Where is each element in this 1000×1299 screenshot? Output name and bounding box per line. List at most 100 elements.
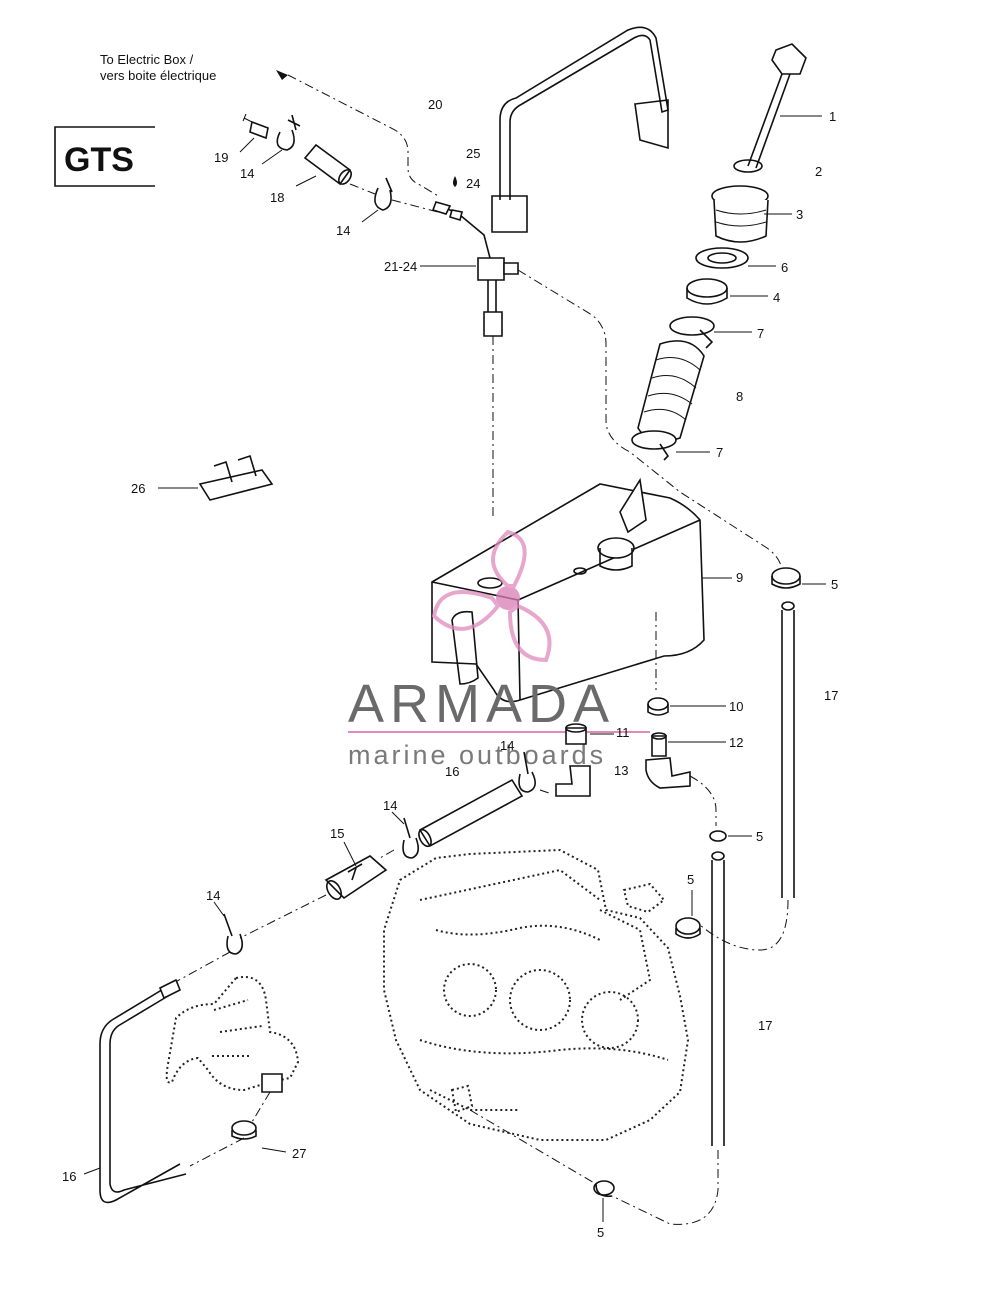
clamp-14-top bbox=[276, 114, 301, 151]
clamp-7-upper bbox=[669, 316, 715, 349]
engine-block-outline bbox=[383, 848, 690, 1141]
clamp-14-filter bbox=[402, 817, 420, 859]
hose-17-lower-dashed bbox=[611, 1150, 719, 1225]
model-badge-label: GTS bbox=[64, 141, 134, 179]
callout-11: 11 bbox=[616, 725, 630, 740]
vent-to-tank-dashed bbox=[517, 269, 783, 571]
elbow-to-hose-dashed bbox=[539, 789, 553, 795]
engine-to-clamp-dashed bbox=[469, 1109, 597, 1185]
callout-13: 13 bbox=[614, 763, 628, 778]
gasket-6 bbox=[695, 247, 749, 269]
retaining-strap bbox=[499, 26, 669, 200]
filter-to-lower-dashed bbox=[239, 894, 327, 939]
note-line-2: vers boite électrique bbox=[100, 68, 216, 83]
hose-end-cap bbox=[158, 978, 182, 1000]
hose-17-dashed-loop bbox=[699, 899, 789, 951]
watermark-tagline: marine outboards bbox=[348, 740, 606, 770]
nut-4 bbox=[686, 278, 728, 305]
fuel-tank-9 bbox=[431, 477, 705, 703]
clamp-5-upper-right bbox=[771, 567, 801, 589]
callout-2: 2 bbox=[815, 164, 822, 179]
drain-fitting bbox=[450, 1084, 474, 1114]
bellows-hose-8 bbox=[637, 340, 705, 443]
clamp27-to-hose-dashed bbox=[189, 1137, 245, 1167]
callout-14-filter: 14 bbox=[383, 798, 397, 813]
callout-19: 19 bbox=[214, 150, 228, 165]
grommet-10 bbox=[647, 697, 669, 716]
clamp-7-lower bbox=[631, 430, 677, 461]
callout-3: 3 bbox=[796, 207, 803, 222]
watermark-propeller-icon bbox=[431, 529, 552, 663]
hose-18 bbox=[303, 143, 353, 186]
callout-5-mid: 5 bbox=[756, 829, 763, 844]
callout-20: 20 bbox=[428, 97, 442, 112]
callout-26: 26 bbox=[131, 481, 145, 496]
small-fitting-near-engine bbox=[622, 882, 666, 914]
callout-5-upper: 5 bbox=[831, 577, 838, 592]
callout-24: 24 bbox=[466, 176, 480, 191]
hose-to-tee-dashed bbox=[391, 199, 439, 213]
fitting-12 bbox=[651, 732, 667, 757]
dipstick-1 bbox=[733, 43, 807, 173]
vent-line-dashed bbox=[287, 74, 441, 198]
clamp-14-mid bbox=[374, 177, 393, 211]
callout-16-upper: 16 bbox=[445, 764, 459, 779]
callout-25: 25 bbox=[466, 146, 480, 161]
clamp-14-hose-top bbox=[518, 751, 536, 793]
callout-14-top: 14 bbox=[240, 166, 254, 181]
callout-14-mid: 14 bbox=[336, 223, 350, 238]
hose-16-upper bbox=[418, 778, 524, 848]
clamp-5-bottom bbox=[593, 1180, 615, 1198]
note-arrow bbox=[276, 70, 288, 80]
callout-14-lower: 14 bbox=[206, 888, 220, 903]
callout-17-upper: 17 bbox=[824, 688, 838, 703]
callout-21-24: 21-24 bbox=[384, 259, 417, 274]
filler-neck-3 bbox=[711, 185, 769, 243]
clamp-27 bbox=[231, 1120, 257, 1140]
callout-7-upper: 7 bbox=[757, 326, 764, 341]
pump-fitting bbox=[261, 1073, 283, 1093]
hose-17-right bbox=[781, 610, 795, 898]
strap-buckle-lower bbox=[491, 195, 528, 233]
callout-15: 15 bbox=[330, 826, 344, 841]
hose-18-dashed bbox=[349, 183, 376, 195]
clamp-14-lower bbox=[223, 913, 244, 955]
callout-12: 12 bbox=[729, 735, 743, 750]
callout-7-lower: 7 bbox=[716, 445, 723, 460]
hose-17-lower bbox=[711, 860, 725, 1146]
hose-17-end-top bbox=[781, 601, 795, 611]
leader-lines bbox=[83, 115, 826, 1222]
lower-hose-dashed bbox=[169, 951, 231, 986]
sealant-drop-icon bbox=[453, 176, 457, 187]
callout-6: 6 bbox=[781, 260, 788, 275]
callout-10: 10 bbox=[729, 699, 743, 714]
callout-9: 9 bbox=[736, 570, 743, 585]
callout-1: 1 bbox=[829, 109, 836, 124]
elbow-fitting-13 bbox=[645, 757, 691, 789]
callout-8: 8 bbox=[736, 389, 743, 404]
callout-14-hose: 14 bbox=[500, 738, 514, 753]
note-line-1: To Electric Box / bbox=[100, 52, 194, 67]
callout-17-lower: 17 bbox=[758, 1018, 772, 1033]
fitting-11 bbox=[565, 723, 587, 745]
bracket-26 bbox=[198, 454, 274, 501]
callout-27: 27 bbox=[292, 1146, 306, 1161]
return-line-dashed bbox=[689, 775, 717, 826]
callout-5-engine: 5 bbox=[687, 872, 694, 887]
callout-18: 18 bbox=[270, 190, 284, 205]
hose-16-lower bbox=[99, 984, 187, 1204]
clamp-5-mid bbox=[709, 830, 727, 842]
tee-fitting-21-24 bbox=[431, 201, 519, 337]
callout-labels: 1 2 3 6 4 7 8 7 9 5 10 11 12 13 17 5 5 1… bbox=[62, 97, 838, 1240]
strap-buckle-upper bbox=[634, 99, 669, 150]
watermark-brand: ARMADA bbox=[348, 674, 615, 734]
callout-4: 4 bbox=[773, 290, 780, 305]
model-badge: GTS bbox=[54, 126, 155, 187]
callout-5-bottom: 5 bbox=[597, 1225, 604, 1240]
callout-16-lower: 16 bbox=[62, 1169, 76, 1184]
clamp-5-engine bbox=[675, 917, 701, 939]
fuel-pump-outline bbox=[165, 976, 300, 1092]
elbow-fitting-14-side bbox=[555, 765, 591, 797]
